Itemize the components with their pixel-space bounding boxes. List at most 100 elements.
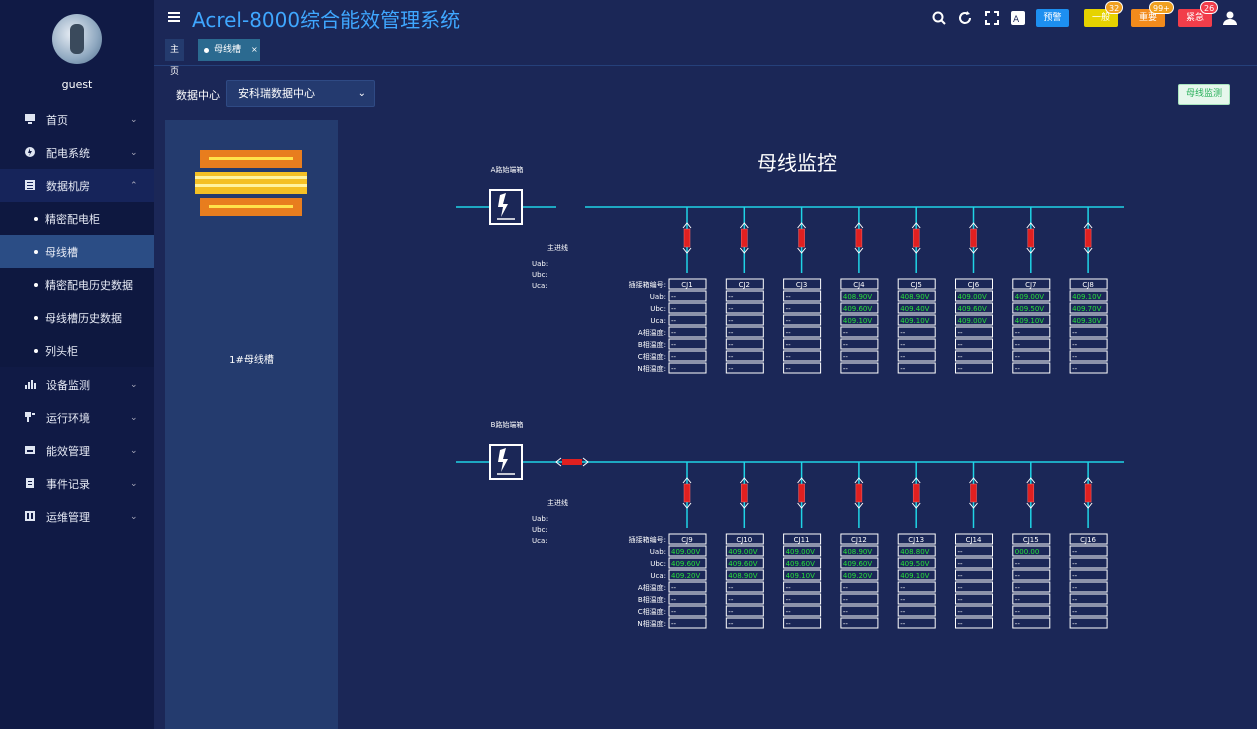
row-label: A相温度:: [638, 583, 666, 592]
plug-box-id: CJ9: [681, 536, 692, 544]
alarm-urgent-button[interactable]: 紧急 26: [1178, 1, 1219, 27]
plug-box-temperature: --: [671, 365, 677, 373]
breaker-arrow-icon: [1026, 247, 1036, 254]
incoming-ubc-label: Ubc:: [532, 526, 548, 534]
busway-icon[interactable]: [195, 148, 307, 218]
alarm-normal-button[interactable]: 一般 32: [1084, 1, 1124, 27]
plug-box-cell: [840, 278, 879, 290]
plug-box-cell: [897, 557, 936, 569]
sidebar-item-device-monitor[interactable]: 设备监测 ⌄: [0, 368, 154, 401]
plug-box-voltage: 408.90V: [843, 293, 872, 301]
datacenter-select[interactable]: 安科瑞数据中心 ⌄: [226, 80, 375, 107]
sidebar-item-home[interactable]: 首页 ⌄: [0, 103, 154, 136]
row-label: Uab:: [650, 293, 666, 301]
plug-box-id: CJ16: [1080, 536, 1096, 544]
row-label: N相温度:: [637, 619, 666, 628]
tab-label: 母线槽: [214, 45, 242, 55]
plug-box-id: CJ5: [910, 281, 921, 289]
sidebar-item-precision-history[interactable]: 精密配电历史数据: [0, 268, 154, 301]
plug-box-cell: [725, 362, 764, 374]
plug-box-id: CJ3: [796, 281, 807, 289]
plug-box-voltage: 409.60V: [843, 560, 872, 568]
plug-box-temperature: --: [958, 329, 964, 337]
refresh-icon[interactable]: [957, 10, 973, 26]
plug-box-voltage: 409.60V: [728, 560, 757, 568]
plug-box-cell: [897, 581, 936, 593]
username: guest: [61, 78, 93, 91]
warning-button[interactable]: 预警: [1036, 9, 1069, 27]
fullscreen-icon[interactable]: [984, 10, 1000, 26]
sidebar-item-precision-cabinet[interactable]: 精密配电柜: [0, 202, 154, 235]
sidebar-item-busway-history[interactable]: 母线槽历史数据: [0, 301, 154, 334]
sidebar-item-environment[interactable]: 运行环境 ⌄: [0, 401, 154, 434]
plug-box-cell: [668, 338, 707, 350]
plug-box-cell: [955, 362, 993, 374]
sidebar-item-power-system[interactable]: 配电系统 ⌄: [0, 136, 154, 169]
breaker-arrow-icon: [854, 477, 864, 484]
plug-box-cell: [668, 581, 707, 593]
plug-box-cell: [783, 362, 822, 374]
plug-box-temperature: --: [728, 353, 734, 361]
plug-box-temperature: --: [843, 596, 849, 604]
incoming-ubc-label: Ubc:: [532, 271, 548, 279]
plug-box-cell: [1012, 302, 1051, 314]
sidebar-item-label: 首页: [46, 113, 68, 127]
main-line-label: 主进线: [547, 498, 568, 507]
sidebar-item-maintenance[interactable]: 运维管理 ⌄: [0, 500, 154, 533]
row-label: Uca:: [650, 572, 666, 580]
plug-box-cell: [1069, 605, 1108, 617]
plug-box-temperature: --: [958, 353, 964, 361]
plug-box-voltage: --: [671, 317, 677, 325]
breaker-arrow-icon: [739, 502, 749, 509]
plug-box-temperature: --: [728, 608, 734, 616]
plug-box-cell: [668, 605, 707, 617]
sidebar-item-datacenter[interactable]: 数据机房 ⌃: [0, 169, 154, 202]
plug-box-temperature: --: [786, 608, 792, 616]
plug-box-temperature: --: [671, 341, 677, 349]
chevron-down-icon: ⌄: [130, 511, 138, 522]
plug-box-cell: [897, 569, 936, 581]
breaker-icon: [855, 228, 863, 248]
plug-box-voltage: 409.10V: [900, 317, 929, 325]
sidebar-item-efficiency[interactable]: 能效管理 ⌄: [0, 434, 154, 467]
plug-box-cell: [1069, 302, 1108, 314]
environment-icon: [25, 412, 35, 422]
plug-box-id: CJ7: [1025, 281, 1036, 289]
sidebar-item-busway[interactable]: 母线槽: [0, 235, 154, 268]
plug-box-temperature: --: [728, 584, 734, 592]
plug-box: CJ16--------------: [1069, 533, 1108, 629]
menu-toggle-icon[interactable]: [168, 12, 180, 22]
font-size-icon[interactable]: A: [1010, 10, 1026, 26]
plug-box-cell: [783, 557, 822, 569]
breaker-icon: [562, 459, 582, 465]
busway-monitor-button[interactable]: 母线监测: [1178, 84, 1230, 105]
avatar[interactable]: [52, 14, 102, 64]
plug-box-cell: [1069, 362, 1108, 374]
row-label: C相温度:: [638, 352, 666, 361]
user-icon[interactable]: [1222, 10, 1238, 26]
plug-box-cell: [840, 617, 879, 629]
plug-box-cell: [725, 533, 764, 545]
sidebar-item-event-record[interactable]: 事件记录 ⌄: [0, 467, 154, 500]
alarm-important-button[interactable]: 重要 99+: [1131, 1, 1174, 27]
row-label: A相温度:: [638, 328, 666, 337]
plug-box-cell: [1012, 314, 1051, 326]
sidebar-item-column-cabinet[interactable]: 列头柜: [0, 334, 154, 367]
plug-box-cell: [897, 617, 936, 629]
tab-home[interactable]: 主页: [165, 39, 185, 77]
plug-box-cell: [897, 593, 936, 605]
plug-box-cell: [840, 314, 879, 326]
plug-box-temperature: --: [843, 341, 849, 349]
close-icon[interactable]: ×: [251, 45, 258, 54]
search-icon[interactable]: [931, 10, 947, 26]
chevron-down-icon: ⌄: [130, 478, 138, 489]
plug-box-temperature: --: [1072, 596, 1078, 604]
plug-box-voltage: 408.90V: [900, 293, 929, 301]
plug-box-cell: [897, 326, 936, 338]
tab-busway[interactable]: 母线槽 ×: [198, 39, 260, 61]
plug-box-cell: [840, 533, 879, 545]
breaker-arrow-icon: [1026, 222, 1036, 229]
